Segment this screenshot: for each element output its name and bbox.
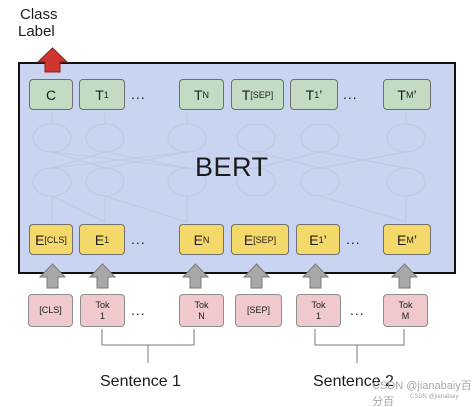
input-token-line-1: [SEP] <box>246 305 270 315</box>
output-token-sub: 1 <box>314 89 320 100</box>
output-token-prime: ’ <box>413 86 417 103</box>
output-token-sub: N <box>202 89 210 100</box>
input-token-line-2: 1 <box>99 310 105 321</box>
input-arrow <box>38 263 67 289</box>
output-token-main: T <box>95 86 104 103</box>
transformer-network <box>32 112 426 223</box>
sentence-1-label: Sentence 1 <box>100 373 181 390</box>
input-token-line-2: N <box>198 310 205 321</box>
sentence-2-label: Sentence 2 <box>313 373 394 390</box>
embedding-prime: ’ <box>413 231 417 248</box>
embedding-sub: 1 <box>104 234 110 245</box>
class-label-line-2: Label <box>18 23 55 40</box>
input-arrows <box>38 263 419 289</box>
input-token-line-1: Tok <box>95 299 110 310</box>
watermark-small: CSDN @jianabaiy <box>410 394 459 400</box>
output-token-main: C <box>45 86 57 103</box>
output-token-main: T <box>397 86 406 103</box>
output-token-c: C <box>29 79 73 110</box>
input-token-cls: [CLS] <box>28 294 73 327</box>
embedding-sub: 1 <box>318 234 324 245</box>
output-ellipsis-2: ... <box>343 86 358 102</box>
embedding-sub: [CLS] <box>44 234 67 245</box>
input-arrow <box>88 263 117 289</box>
input-token-line-1: Tok <box>398 299 413 310</box>
embedding-sub: [SEP] <box>253 234 277 245</box>
embedding-e-cls: E[CLS] <box>29 224 73 255</box>
class-label-arrow <box>36 47 69 73</box>
output-token-main: T <box>241 86 251 103</box>
embedding-main: E <box>193 231 203 248</box>
input-token-line-1: Tok <box>311 299 326 310</box>
embedding-main: E <box>309 231 319 248</box>
embedding-prime: ’ <box>323 231 327 248</box>
input-ellipsis-1: ... <box>131 302 146 318</box>
class-label-line-1: Class <box>20 6 58 23</box>
sentence-2-bracket <box>314 329 405 346</box>
embedding-sub: M <box>406 234 414 245</box>
watermark-main: CSDN @jianabaiy百分百 <box>372 380 472 407</box>
output-token-prime: ’ <box>319 86 323 103</box>
input-token-sep: [SEP] <box>235 294 282 327</box>
input-ellipsis-2: ... <box>350 302 365 318</box>
sentence-brackets <box>101 329 405 363</box>
output-token-sub: 1 <box>103 89 109 100</box>
output-token-main: T <box>305 86 315 103</box>
input-arrow <box>181 263 210 289</box>
embedding-main: E <box>94 231 105 248</box>
output-token-main: T <box>193 86 203 103</box>
output-token-sub: M <box>405 89 414 100</box>
input-token-line-2: M <box>401 310 410 321</box>
output-token-tsep: T[SEP] <box>231 79 284 110</box>
input-token-line-1: Tok <box>194 299 209 310</box>
sentence-1-bracket <box>101 329 195 346</box>
input-arrow <box>242 263 271 289</box>
embedding-main: E <box>243 231 254 248</box>
output-token-sub: [SEP] <box>250 89 274 100</box>
embedding-main: E <box>35 231 45 248</box>
embedding-sub: N <box>202 234 210 245</box>
input-token-line-2: 1 <box>315 310 321 321</box>
input-arrow <box>301 263 330 289</box>
embedding-ellipsis-2: ... <box>346 231 361 247</box>
embedding-main: E <box>397 231 407 248</box>
bert-title: BERT <box>195 152 269 182</box>
embedding-ellipsis-1: ... <box>131 231 146 247</box>
output-ellipsis-1: ... <box>131 86 146 102</box>
embedding-e-sep: E[SEP] <box>231 224 289 255</box>
input-token-line-1: [CLS] <box>39 305 62 315</box>
input-arrow <box>390 263 419 289</box>
